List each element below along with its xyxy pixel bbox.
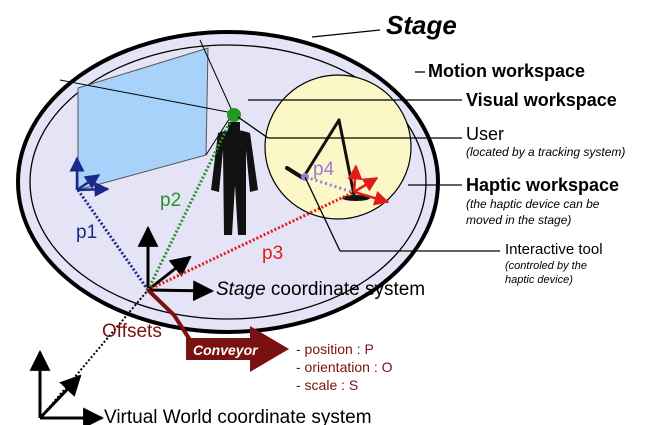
haptic-note-line1: (the haptic device can be [466, 197, 600, 211]
param-position: - position : P [296, 341, 374, 357]
user-label: User [466, 124, 504, 144]
p3-vector [147, 191, 353, 292]
interactive-tool-label: Interactive tool [505, 241, 603, 258]
conveyor-arrow [186, 326, 289, 372]
haptic-note-line2: moved in the stage) [466, 213, 571, 227]
screen-frame-axes [69, 156, 110, 197]
p4-vector [305, 175, 353, 194]
user-silhouette [211, 122, 258, 235]
p1-vector [76, 189, 150, 291]
tool-note-line2: haptic device) [505, 274, 573, 286]
conveyor-label: Conveyor [193, 342, 259, 358]
p4-label: p4 [313, 159, 335, 180]
param-orientation: - orientation : O [296, 359, 393, 375]
haptic-workspace-label: Haptic workspace [466, 175, 619, 195]
stage-coordinate-system-label: Stage coordinate system [216, 279, 425, 300]
haptic-device [285, 118, 370, 201]
stage-title: Stage [386, 10, 457, 40]
stage-frame-axes [137, 225, 215, 302]
haptic-workspace-circle [264, 74, 412, 220]
leader-lines [237, 29, 500, 252]
motion-workspace-label: Motion workspace [428, 61, 585, 81]
stage-cs-italic: Stage [216, 279, 266, 300]
world-to-stage-link [41, 289, 149, 417]
p1-label: p1 [76, 222, 97, 243]
stage-cs-rest: coordinate system [266, 279, 425, 300]
offsets-connector [146, 288, 192, 342]
tool-note-line1: (controled by the [505, 260, 587, 272]
visual-workspace-label: Visual workspace [466, 90, 617, 110]
virtual-world-frame-axes [29, 349, 105, 425]
offsets-label: Offsets [102, 321, 162, 342]
param-scale: - scale : S [296, 377, 358, 393]
tool-frame-axes [347, 164, 390, 206]
p3-label: p3 [262, 243, 283, 264]
virtual-world-coordinate-system-label: Virtual World coordinate system [104, 407, 372, 425]
user-head [227, 108, 241, 122]
user-note: (located by a tracking system) [466, 145, 625, 159]
p2-label: p2 [160, 190, 181, 211]
